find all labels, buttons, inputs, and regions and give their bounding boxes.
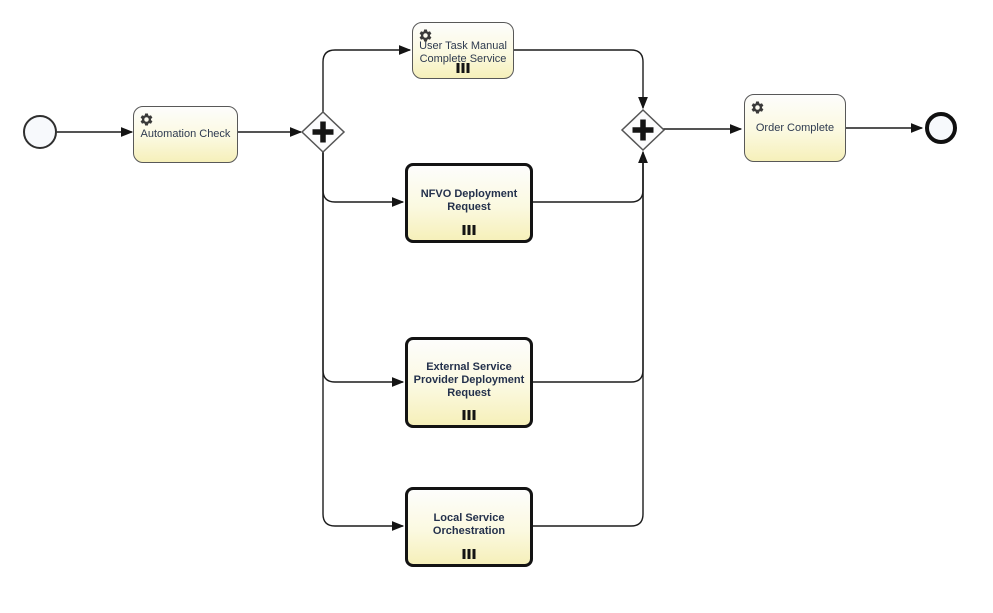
flow-user-task-manual-to-join[interactable] <box>514 49 648 110</box>
flow-split-to-user-task-manual[interactable] <box>322 45 412 113</box>
task-local-service-orchestration[interactable]: Local Service Orchestration <box>405 487 533 567</box>
task-external-service-provider-deployment-request[interactable]: External Service Provider Deployment Req… <box>405 337 533 428</box>
gear-icon <box>139 112 154 127</box>
task-user-task-manual[interactable]: User Task Manual Complete Service <box>412 22 514 79</box>
flow-split-to-external-provider[interactable] <box>322 152 405 387</box>
task-label: NFVO Deployment Request <box>420 188 518 213</box>
parallel-gateway-join[interactable] <box>620 108 666 152</box>
parallel-multi-instance-icon <box>462 410 476 420</box>
task-label: Order Complete <box>755 121 835 134</box>
task-automation-check[interactable]: Automation Check <box>133 106 238 163</box>
flow-split-to-nfvo[interactable] <box>322 152 405 207</box>
flow-split-to-local-orchestration[interactable] <box>322 152 405 531</box>
task-label: External Service Provider Deployment Req… <box>413 361 525 399</box>
flow-local-orchestration-to-join[interactable] <box>533 158 644 527</box>
gear-icon <box>418 28 433 43</box>
task-label: Automation Check <box>140 128 231 140</box>
plus-icon <box>632 119 654 141</box>
flow-external-provider-to-join[interactable] <box>533 158 644 383</box>
parallel-multi-instance-icon <box>462 549 476 559</box>
task-label: Local Service Orchestration <box>432 512 506 537</box>
flow-nfvo-to-join[interactable] <box>533 150 648 203</box>
task-order-complete[interactable]: Order Complete <box>744 94 846 162</box>
end-event[interactable] <box>925 112 957 144</box>
parallel-gateway-split[interactable] <box>300 110 346 154</box>
parallel-multi-instance-icon <box>456 63 470 73</box>
task-nfvo-deployment-request[interactable]: NFVO Deployment Request <box>405 163 533 243</box>
task-label: User Task Manual Complete Service <box>419 39 507 65</box>
plus-icon <box>312 121 334 143</box>
parallel-multi-instance-icon <box>462 225 476 235</box>
start-event[interactable] <box>23 115 57 149</box>
gear-icon <box>750 100 765 115</box>
